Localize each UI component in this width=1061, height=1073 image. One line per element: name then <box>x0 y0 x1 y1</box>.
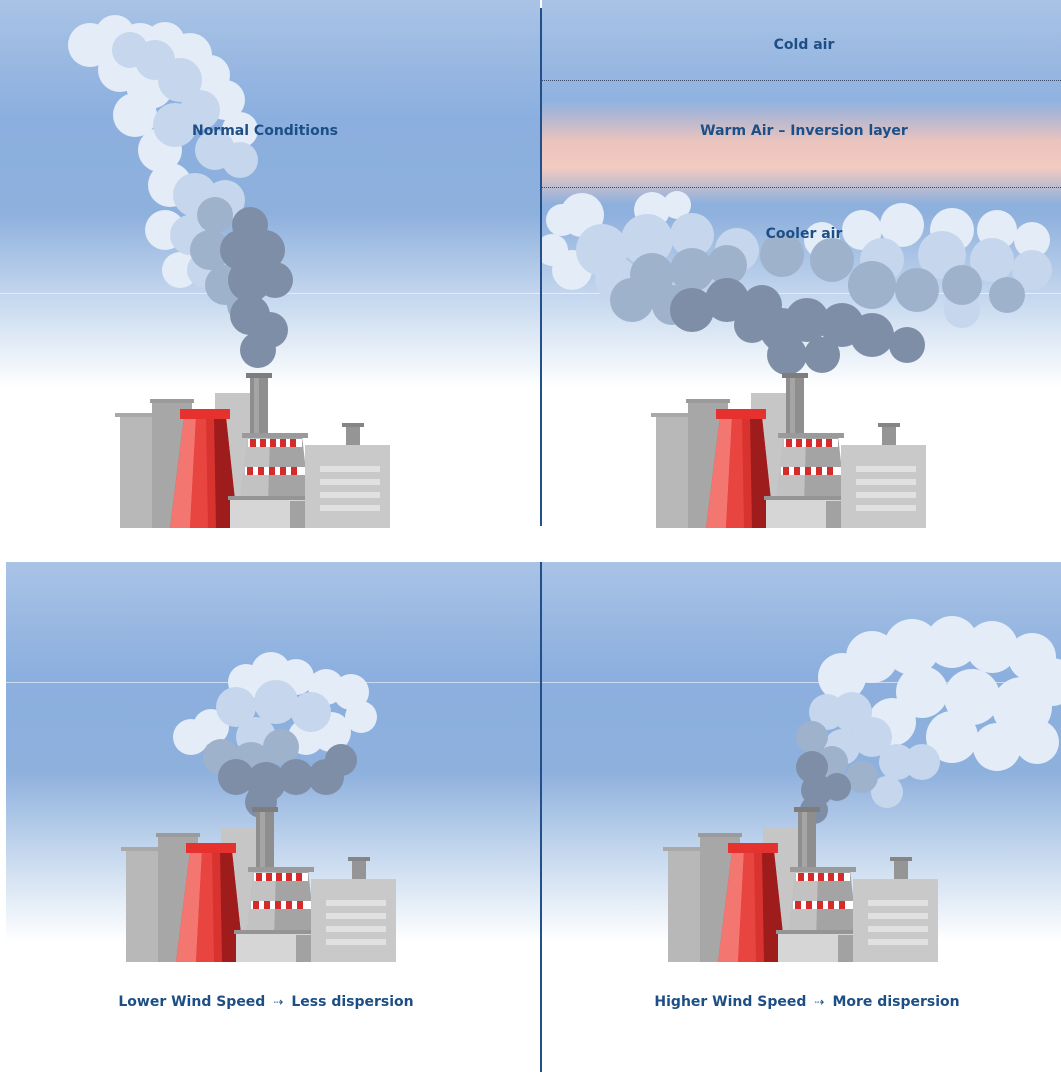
more-dispersion-text: More dispersion <box>832 994 960 1010</box>
normal-conditions-label: Normal Conditions <box>191 123 339 139</box>
dashed-arrow-icon: ⇢ <box>814 995 825 1009</box>
panel-inversion-smoke: Cold air Warm Air – Inversion layer Cool… <box>542 0 1061 528</box>
smoke-trapped-under-inversion <box>542 191 1052 528</box>
smoke-plume-vertical <box>68 15 390 528</box>
sky-band <box>542 682 1061 683</box>
warm-air-inversion-label: Warm Air – Inversion layer <box>700 123 908 139</box>
vertical-divider-top <box>540 8 542 526</box>
cold-air-label: Cold air <box>773 37 835 53</box>
lower-wind-speed-text: Lower Wind Speed <box>118 994 266 1010</box>
less-dispersion-text: Less dispersion <box>291 994 414 1010</box>
smoke-plume-high-dispersion <box>663 616 1061 962</box>
lower-wind-caption: Lower Wind Speed ⇢ Less dispersion <box>118 994 413 1010</box>
lower-inversion-boundary <box>542 187 1061 188</box>
higher-wind-caption: Higher Wind Speed ⇢ More dispersion <box>654 994 959 1010</box>
sky-band <box>542 293 1061 294</box>
panel-lower-wind-speed <box>6 562 540 962</box>
panel-normal-conditions: Normal Conditions <box>0 0 540 528</box>
panel-higher-wind-speed <box>542 562 1061 962</box>
upper-inversion-boundary <box>542 80 1061 81</box>
smoke-plume-low-dispersion <box>121 652 396 962</box>
vertical-divider-bottom <box>540 562 542 1072</box>
dashed-arrow-icon: ⇢ <box>273 995 284 1009</box>
inversion-layer-band <box>542 100 1061 204</box>
cooler-air-label: Cooler air <box>765 226 843 242</box>
higher-wind-speed-text: Higher Wind Speed <box>654 994 807 1010</box>
